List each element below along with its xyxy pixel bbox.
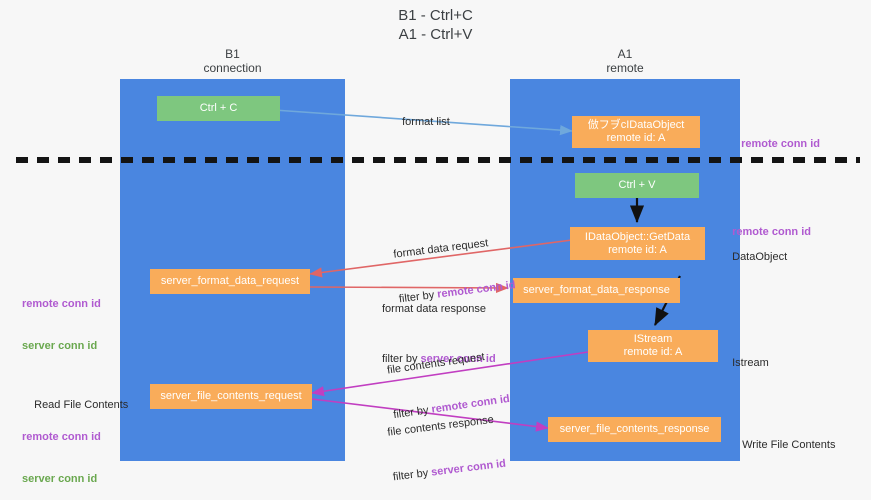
edge-label-line1: file contents request (386, 350, 486, 377)
annotation-server-conn-id: server conn id (22, 473, 98, 485)
node-server-format-data-request[interactable]: server_format_data_request (150, 269, 310, 294)
annotation-right-top-remote-conn-id: remote conn id (735, 123, 820, 151)
annotation-left-read-file-contents: Read File Contents (28, 384, 128, 412)
node-idataobject-getdata[interactable]: IDataObject::GetData remote id: A (570, 227, 705, 260)
annotation-right-mid-remote-conn-id: remote conn id (726, 211, 811, 239)
node-server-file-contents-request[interactable]: server_file_contents_request (150, 384, 312, 409)
annotation-right-dataobject: DataObject (726, 236, 787, 264)
edge-label-filter-prefix: filter by (392, 466, 432, 484)
node-ctrl-v[interactable]: Ctrl + V (575, 173, 699, 198)
annotation-text: Write File Contents (742, 439, 836, 451)
edge-label-filter-key: server conn id (430, 457, 507, 479)
edge-label-format-list: format list (396, 100, 450, 130)
annotation-server-conn-id: server conn id (22, 340, 98, 352)
annotation-text: Read File Contents (34, 399, 129, 411)
node-ctrl-c[interactable]: Ctrl + C (157, 96, 280, 121)
annotation-left-bottom-conn-ids: remote conn id server conn id (22, 402, 101, 500)
diagram-connectors (16, 109, 860, 432)
edge-label-format-data-response: format data response filter by server co… (382, 272, 496, 382)
node-server-file-contents-response[interactable]: server_file_contents_response (548, 417, 721, 442)
edge-label-line1: format data request (392, 237, 489, 261)
edge-label-line1: file contents response (386, 413, 495, 439)
edge-label-line1: format list (402, 116, 450, 128)
annotation-right-istream: Istream (726, 342, 769, 370)
annotation-text: remote conn id (732, 226, 811, 238)
column-header-b1: B1 connection (203, 47, 262, 75)
annotation-text: remote conn id (741, 138, 820, 150)
annotation-left-conn-ids: remote conn id server conn id (22, 269, 101, 367)
node-server-format-data-response[interactable]: server_format_data_response (513, 278, 680, 303)
edge-label-line1: format data response (382, 303, 486, 315)
node-idataobject-remote[interactable]: 倣フヺcIDataObject remote id: A (572, 116, 700, 148)
column-header-a1: A1 remote (606, 47, 644, 75)
diagram-title: B1 - Ctrl+C A1 - Ctrl+V (398, 7, 473, 43)
node-istream[interactable]: IStream remote id: A (588, 330, 718, 362)
annotation-text: DataObject (732, 251, 788, 263)
edge-label-filter-key: server conn id (420, 353, 496, 365)
annotation-text: Istream (732, 357, 769, 369)
annotation-remote-conn-id: remote conn id (22, 298, 101, 310)
annotation-remote-conn-id: remote conn id (22, 431, 101, 443)
edge-label-filter-prefix: filter by (382, 353, 421, 365)
annotation-right-write-file-contents: Write File Contents (736, 424, 835, 452)
edge-label-file-contents-response: file contents response filter by server … (383, 382, 509, 500)
